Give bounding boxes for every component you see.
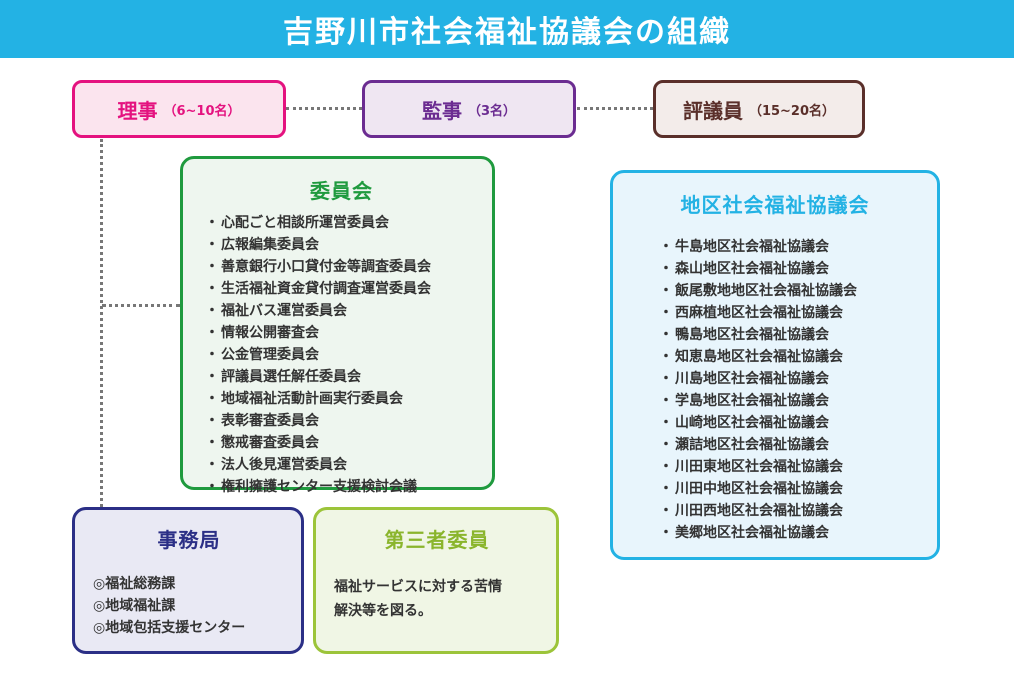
iinkai-item: 善意銀行小口貸付金等調査委員会 — [205, 256, 478, 278]
rijikai-label: 理事 — [117, 98, 158, 123]
iinkai-item: 法人後見運営委員会 — [205, 454, 478, 476]
iinkai-item: 地域福祉活動計画実行委員会 — [205, 388, 478, 410]
chiku-item: 川田西地区社会福祉協議会 — [659, 500, 917, 522]
chiku-item: 知恵島地区社会福祉協議会 — [659, 346, 917, 368]
iinkai-item: 懲戒審査委員会 — [205, 432, 478, 454]
chiku-item: 美郷地区社会福祉協議会 — [659, 522, 917, 544]
connector-rijikai-kanji — [286, 107, 362, 110]
rijikai-box: 理事 （6~10名） — [72, 80, 286, 138]
chiku-box: 地区社会福祉協議会 牛島地区社会福祉協議会森山地区社会福祉協議会飯尾敷地地区社会… — [610, 170, 940, 560]
chiku-item: 山崎地区社会福祉協議会 — [659, 412, 917, 434]
chiku-item: 森山地区社会福祉協議会 — [659, 258, 917, 280]
iinkai-box: 委員会 心配ごと相談所運営委員会広報編集委員会善意銀行小口貸付金等調査委員会生活… — [180, 156, 495, 498]
iinkai-item: 権利擁護センター支援検討会議 — [205, 476, 478, 498]
kanji-label: 監事 — [421, 98, 462, 123]
iinkai-item: 福祉バス運営委員会 — [205, 300, 478, 322]
daisansha-text-1: 福祉サービスに対する苦情 — [334, 579, 502, 595]
hyogiin-sub: （15~20名） — [748, 103, 836, 119]
chiku-item: 飯尾敷地地区社会福祉協議会 — [659, 280, 917, 302]
chiku-title: 地区社会福祉協議会 — [680, 193, 870, 217]
iinkai-item: 情報公開審査会 — [205, 322, 478, 344]
chiku-item: 川田中地区社会福祉協議会 — [659, 478, 917, 500]
iinkai-item: 生活福祉資金貸付調査運営委員会 — [205, 278, 478, 300]
daisansha-box: 第三者委員 福祉サービスに対する苦情 解決等を図る。 — [313, 507, 559, 654]
hyogiin-box: 評議員 （15~20名） — [653, 80, 865, 138]
chiku-item: 瀬詰地区社会福祉協議会 — [659, 434, 917, 456]
iinkai-title: 委員会 — [310, 179, 373, 203]
kanji-box: 監事 （3名） — [362, 80, 576, 138]
jimukyoku-title: 事務局 — [157, 528, 221, 552]
connector-to-iinkai — [102, 304, 180, 307]
iinkai-item: 広報編集委員会 — [205, 234, 478, 256]
jimukyoku-item: ◎福祉総務課 — [93, 576, 176, 592]
daisansha-text-2: 解決等を図る。 — [334, 603, 432, 619]
kanji-sub: （3名） — [467, 103, 517, 119]
iinkai-item: 公金管理委員会 — [205, 344, 478, 366]
iinkai-item: 表彰審査委員会 — [205, 410, 478, 432]
daisansha-title: 第三者委員 — [384, 528, 490, 552]
chiku-item: 川島地区社会福祉協議会 — [659, 368, 917, 390]
jimukyoku-item: ◎地域福祉課 — [93, 598, 176, 614]
page-title: 吉野川市社会福祉協議会の組織 — [0, 0, 1014, 58]
rijikai-sub: （6~10名） — [163, 103, 241, 119]
chiku-item: 鴨島地区社会福祉協議会 — [659, 324, 917, 346]
connector-rijikai-down — [100, 139, 103, 507]
hyogiin-label: 評議員 — [682, 98, 743, 123]
jimukyoku-list: ◎福祉総務課 ◎地域福祉課 ◎地域包括支援センター — [93, 573, 285, 639]
iinkai-list: 心配ごと相談所運営委員会広報編集委員会善意銀行小口貸付金等調査委員会生活福祉資金… — [205, 212, 478, 498]
iinkai-item: 評議員選任解任委員会 — [205, 366, 478, 388]
chiku-item: 川田東地区社会福祉協議会 — [659, 456, 917, 478]
chiku-item: 牛島地区社会福祉協議会 — [659, 236, 917, 258]
jimukyoku-box: 事務局 ◎福祉総務課 ◎地域福祉課 ◎地域包括支援センター — [72, 507, 304, 654]
chiku-list: 牛島地区社会福祉協議会森山地区社会福祉協議会飯尾敷地地区社会福祉協議会西麻植地区… — [659, 236, 917, 544]
jimukyoku-item: ◎地域包括支援センター — [93, 620, 246, 636]
chiku-item: 学島地区社会福祉協議会 — [659, 390, 917, 412]
iinkai-item: 心配ごと相談所運営委員会 — [205, 212, 478, 234]
connector-kanji-hyogiin — [577, 107, 653, 110]
chiku-item: 西麻植地区社会福祉協議会 — [659, 302, 917, 324]
